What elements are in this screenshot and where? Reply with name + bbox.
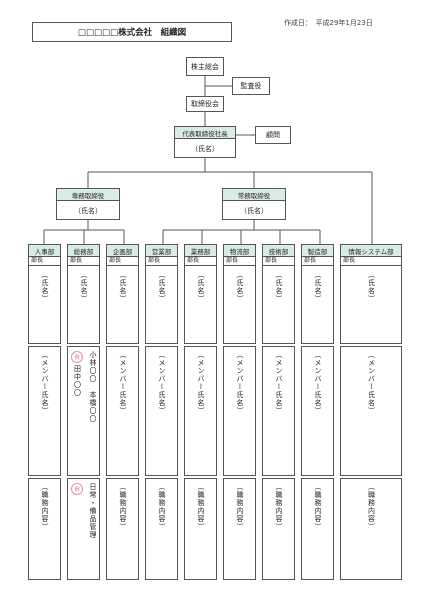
dept-members-3: （メンバー氏名） <box>145 346 178 476</box>
dept-members-1: 例 田中〇〇 小林〇〇 本橋〇〇 <box>67 346 100 476</box>
dept-name: 情報システム部 <box>341 245 401 257</box>
dept-head-name: （氏名） <box>119 271 127 303</box>
managing-director-box: 常務取締役 （氏名） <box>222 188 286 220</box>
dept-duties-8: （職務内容） <box>340 478 402 580</box>
board-label: 取締役会 <box>191 100 219 108</box>
auditor-label: 監査役 <box>240 82 262 90</box>
senior-director-title: 専務取締役 <box>57 189 119 201</box>
dept-name: 総務部 <box>68 245 99 257</box>
dept-head-name: （氏名） <box>367 271 376 303</box>
ceo-title: 代表取締役社長 <box>175 127 235 139</box>
senior-director-name: （氏名） <box>74 207 102 215</box>
senior-director-box: 専務取締役 （氏名） <box>56 188 120 220</box>
managing-director-name: （氏名） <box>240 207 268 215</box>
dept-members-text: （メンバー氏名） <box>275 351 283 415</box>
dept-members-text: （メンバー氏名） <box>158 351 166 415</box>
dept-duties-2: （職務内容） <box>106 478 139 580</box>
advisor-box: 顧問 <box>255 126 291 144</box>
company-title: □□□□□株式会社 組織図 <box>77 28 187 38</box>
dept-members-text: （メンバー氏名） <box>197 351 205 415</box>
dept-members-5: （メンバー氏名） <box>223 346 256 476</box>
advisor-label: 顧問 <box>266 131 280 139</box>
dept-duties-0: （職務内容） <box>28 478 61 580</box>
member-example-right2: 本橋〇〇 <box>89 391 97 423</box>
dept-head-name: （氏名） <box>80 271 88 303</box>
dept-head-name: （氏名） <box>236 271 244 303</box>
dept-header-5: 物流部 部長 （氏名） <box>223 244 256 344</box>
dept-header-3: 営業部 部長 （氏名） <box>145 244 178 344</box>
dept-duties-text: （職務内容） <box>367 483 376 531</box>
dept-head-name: （氏名） <box>314 271 322 303</box>
example-stamp-duties: 例 <box>71 483 83 495</box>
dept-head-name: （氏名） <box>275 271 283 303</box>
dept-duties-6: （職務内容） <box>262 478 295 580</box>
dept-members-2: （メンバー氏名） <box>106 346 139 476</box>
shareholders-box: 株主総会 <box>186 57 224 76</box>
dept-name: 物流部 <box>224 245 255 257</box>
dept-name: 企画部 <box>107 245 138 257</box>
dept-head-name: （氏名） <box>41 271 49 303</box>
dept-members-text: （メンバー氏名） <box>367 351 376 415</box>
dept-duties-text: （職務内容） <box>41 483 49 531</box>
dept-name: 人事部 <box>29 245 60 257</box>
dept-duties-text: （職務内容） <box>236 483 244 531</box>
dept-role: 部長 <box>146 257 177 266</box>
dept-members-0: （メンバー氏名） <box>28 346 61 476</box>
member-example-right: 小林〇〇 <box>89 351 97 383</box>
dept-head-name: （氏名） <box>197 271 205 303</box>
company-title-box: □□□□□株式会社 組織図 <box>32 22 232 42</box>
shareholders-label: 株主総会 <box>191 62 219 71</box>
dept-name: 技術部 <box>263 245 294 257</box>
auditor-box: 監査役 <box>232 77 270 95</box>
dept-members-text: （メンバー氏名） <box>119 351 127 415</box>
dept-duties-4: （職務内容） <box>184 478 217 580</box>
dept-role: 部長 <box>107 257 138 266</box>
dept-duties-text: （職務内容） <box>158 483 166 531</box>
dept-members-8: （メンバー氏名） <box>340 346 402 476</box>
dept-duties-1: 例 日常・備品管理 <box>67 478 100 580</box>
dept-duties-text: （職務内容） <box>119 483 127 531</box>
dept-members-text: （メンバー氏名） <box>236 351 244 415</box>
example-stamp: 例 <box>71 351 83 363</box>
dept-duties-5: （職務内容） <box>223 478 256 580</box>
dept-duties-text: （職務内容） <box>275 483 283 531</box>
dept-members-7: （メンバー氏名） <box>301 346 334 476</box>
dept-header-8: 情報システム部 部長 （氏名） <box>340 244 402 344</box>
managing-director-title: 常務取締役 <box>223 189 285 201</box>
dept-header-7: 製造部 部長 （氏名） <box>301 244 334 344</box>
dept-role: 部長 <box>302 257 333 266</box>
dept-role: 部長 <box>224 257 255 266</box>
ceo-box: 代表取締役社長 （氏名） <box>174 126 236 158</box>
dept-duties-text: （職務内容） <box>314 483 322 531</box>
board-box: 取締役会 <box>186 96 224 112</box>
dept-head-name: （氏名） <box>158 271 166 303</box>
dept-role: 部長 <box>263 257 294 266</box>
dept-name: 営業部 <box>146 245 177 257</box>
dept-header-2: 企画部 部長 （氏名） <box>106 244 139 344</box>
dept-header-4: 業務部 部長 （氏名） <box>184 244 217 344</box>
dept-members-text: （メンバー氏名） <box>314 351 322 415</box>
dept-role: 部長 <box>185 257 216 266</box>
dept-duties-7: （職務内容） <box>301 478 334 580</box>
date-label: 作成日： 平成29年1月23日 <box>284 19 373 27</box>
dept-role: 部長 <box>68 257 99 266</box>
ceo-name: （氏名） <box>191 145 219 153</box>
dept-duties-3: （職務内容） <box>145 478 178 580</box>
dept-members-text: （メンバー氏名） <box>41 351 49 415</box>
dept-name: 製造部 <box>302 245 333 257</box>
dept-duties-text: （職務内容） <box>197 483 205 531</box>
dept-header-1: 総務部 部長 （氏名） <box>67 244 100 344</box>
dept-role: 部長 <box>29 257 60 266</box>
dept-name: 業務部 <box>185 245 216 257</box>
dept-members-4: （メンバー氏名） <box>184 346 217 476</box>
member-example-left: 田中〇〇 <box>73 365 82 397</box>
dept-role: 部長 <box>341 257 401 266</box>
dept-members-6: （メンバー氏名） <box>262 346 295 476</box>
dept-header-6: 技術部 部長 （氏名） <box>262 244 295 344</box>
duties-example: 日常・備品管理 <box>89 483 97 539</box>
dept-header-0: 人事部 部長 （氏名） <box>28 244 61 344</box>
